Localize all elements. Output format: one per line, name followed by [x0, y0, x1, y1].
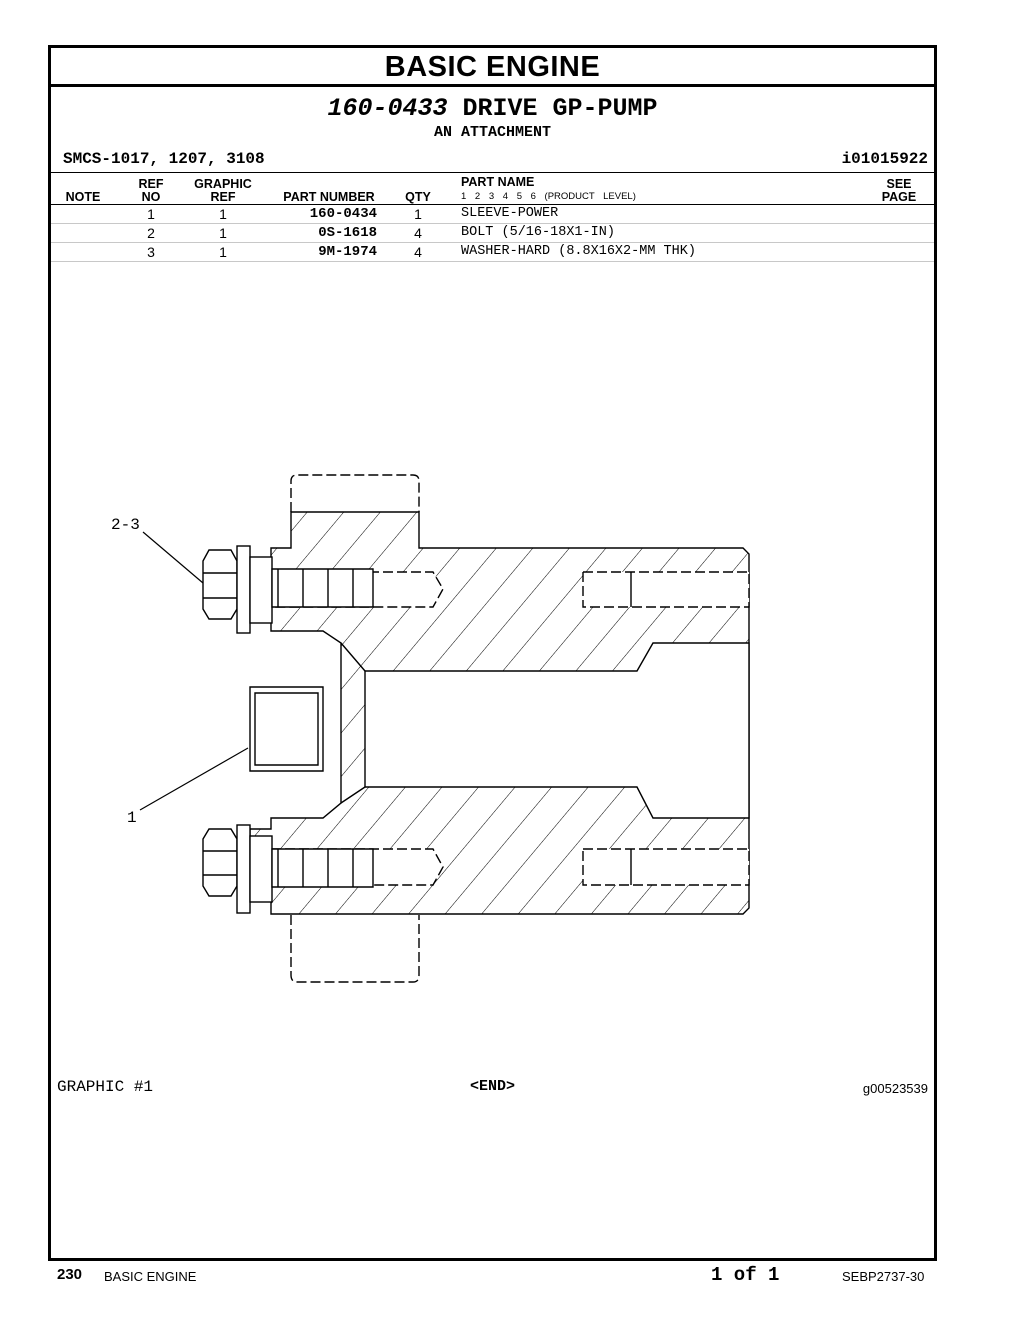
table-header-top-rule — [51, 172, 934, 173]
cell-graphic-ref: 1 — [219, 206, 227, 222]
footer-page-number: 230 — [57, 1266, 83, 1283]
parts-illustration: 2-3 1 — [111, 474, 750, 983]
cell-part-name: WASHER-HARD (8.8X16X2-MM THK) — [461, 244, 696, 259]
illustration-id: i01015922 — [841, 150, 928, 168]
page-frame: BASIC ENGINE 160-0433 DRIVE GP-PUMP AN A… — [48, 45, 937, 1261]
end-marker: <END> — [469, 1078, 515, 1095]
bolt-lower — [202, 824, 374, 914]
cell-part-name: BOLT (5/16-18X1-IN) — [461, 225, 615, 240]
group-subtitle: AN ATTACHMENT — [433, 124, 552, 141]
header-see-page-line1: SEE — [886, 177, 912, 191]
sleeve-section — [249, 474, 750, 983]
section-title-bar: BASIC ENGINE — [51, 48, 934, 87]
header-ref-no-line2: NO — [141, 190, 161, 204]
header-graphic-ref: GRAPHIC REF — [191, 178, 255, 204]
cell-ref-no: 3 — [147, 244, 155, 260]
header-qty: QTY — [405, 190, 431, 204]
header-part-number: PART NUMBER — [283, 190, 375, 204]
cell-qty: 4 — [414, 225, 422, 241]
callout-sleeve-label: 1 — [127, 809, 137, 827]
header-part-name: PART NAME — [461, 175, 535, 189]
cell-part-name: SLEEVE-POWER — [461, 206, 559, 221]
cell-ref-no: 2 — [147, 225, 155, 241]
callout-leaders — [139, 531, 249, 811]
section-title: BASIC ENGINE — [384, 51, 601, 83]
header-see-page: SEE PAGE — [877, 178, 921, 204]
cell-part-number: 160-0434 — [309, 206, 377, 222]
table-row: 1 1 160-0434 1 SLEEVE-POWER — [51, 205, 934, 224]
group-name: DRIVE GP-PUMP — [462, 94, 658, 123]
cell-graphic-ref: 1 — [219, 244, 227, 260]
header-graphic-ref-line1: GRAPHIC — [194, 177, 252, 191]
footer-section: BASIC ENGINE — [104, 1269, 197, 1284]
graphic-id: g00523539 — [862, 1081, 928, 1096]
header-note: NOTE — [65, 190, 101, 204]
footer-doc-number: SEBP2737-30 — [842, 1269, 925, 1284]
callout-bolt-label: 2-3 — [111, 516, 140, 534]
bolt-upper — [202, 545, 374, 634]
graphic-label: GRAPHIC #1 — [57, 1078, 154, 1096]
header-product-levels: 1 2 3 4 5 6 (PRODUCT LEVEL) — [461, 191, 636, 202]
table-row: 2 1 0S-1618 4 BOLT (5/16-18X1-IN) — [51, 224, 934, 243]
cell-qty: 4 — [414, 244, 422, 260]
cell-part-number: 9M-1974 — [318, 244, 377, 260]
header-see-page-line2: PAGE — [881, 190, 917, 204]
cell-qty: 1 — [414, 206, 422, 222]
table-row: 3 1 9M-1974 4 WASHER-HARD (8.8X16X2-MM T… — [51, 243, 934, 262]
header-graphic-ref-line2: REF — [210, 190, 236, 204]
header-ref-no: REF NO — [131, 178, 171, 204]
table-header-bottom-rule — [51, 204, 934, 205]
cell-graphic-ref: 1 — [219, 225, 227, 241]
cell-ref-no: 1 — [147, 206, 155, 222]
footer-page-of: 1 of 1 — [711, 1264, 780, 1286]
cell-part-number: 0S-1618 — [318, 225, 377, 241]
smcs-codes: SMCS-1017, 1207, 3108 — [63, 150, 265, 168]
group-title: 160-0433 DRIVE GP-PUMP — [51, 94, 934, 123]
header-ref-no-line1: REF — [138, 177, 164, 191]
group-part-number: 160-0433 — [327, 94, 448, 123]
